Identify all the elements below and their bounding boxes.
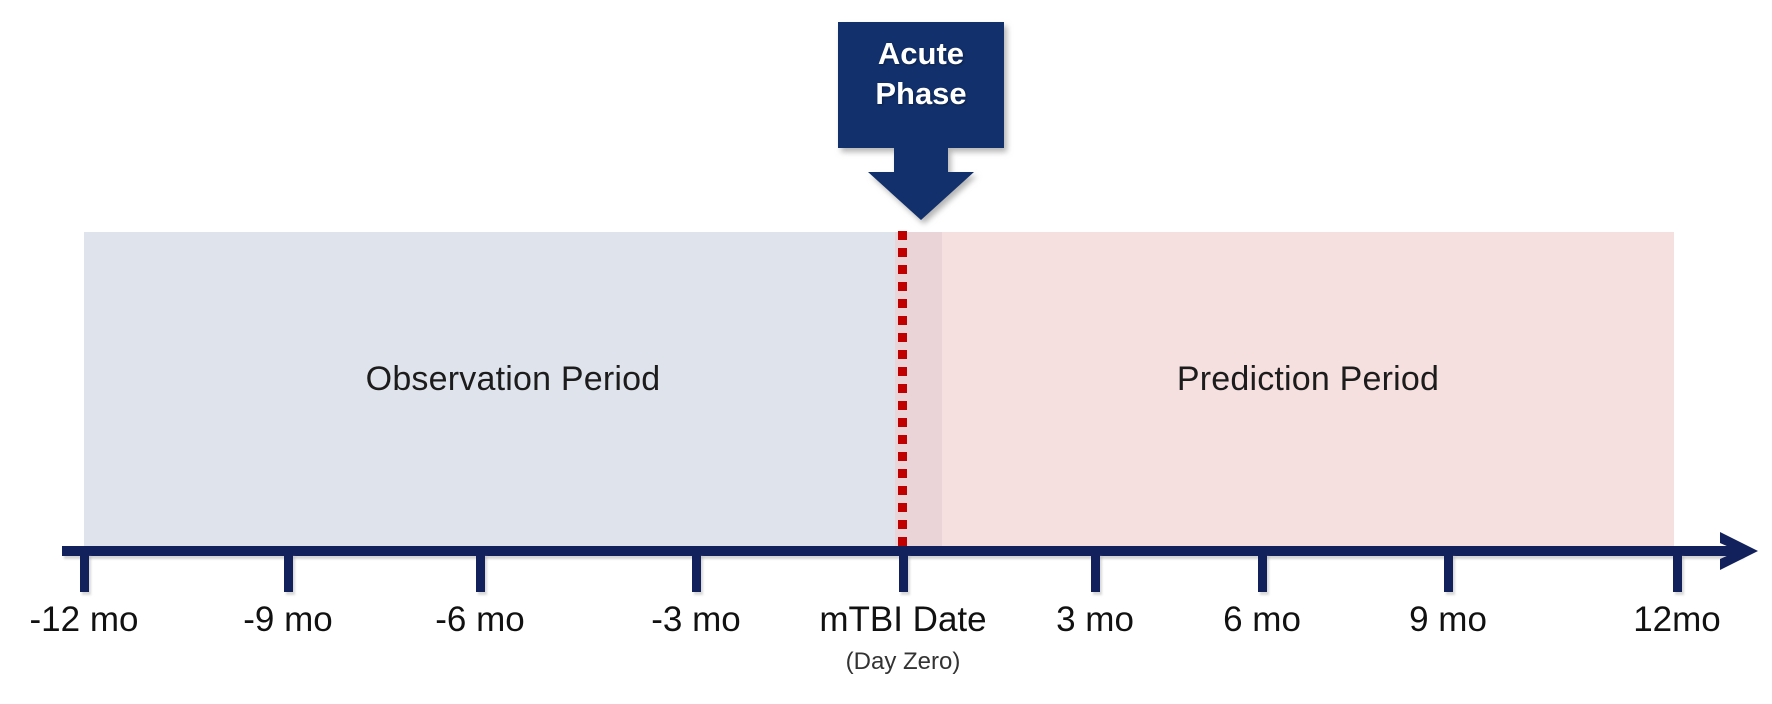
day-zero-dotted-line-icon <box>898 231 907 553</box>
axis-tick-4 <box>899 553 908 592</box>
axis-tick-2 <box>476 553 485 592</box>
axis-tick-label-1: -9 mo <box>243 600 333 639</box>
observation-period-band <box>84 232 942 553</box>
timeline-axis-line <box>62 546 1742 556</box>
axis-tick-3 <box>692 553 701 592</box>
axis-tick-label-7: 9 mo <box>1409 600 1487 639</box>
axis-tick-label-3: -3 mo <box>651 600 741 639</box>
axis-tick-label-5: 3 mo <box>1056 600 1134 639</box>
axis-tick-label-6: 6 mo <box>1223 600 1301 639</box>
axis-tick-label-2: -6 mo <box>435 600 525 639</box>
axis-tick-label-4: mTBI Date <box>819 600 987 639</box>
acute-phase-callout-shape <box>838 22 1004 220</box>
axis-arrowhead-icon <box>1718 530 1762 577</box>
axis-tick-8 <box>1673 553 1682 592</box>
axis-tick-label-8: 12mo <box>1633 600 1721 639</box>
acute-phase-arrow-icon <box>838 22 1004 220</box>
axis-tick-7 <box>1444 553 1453 592</box>
axis-tick-sublabel-4: (Day Zero) <box>845 648 961 675</box>
axis-tick-1 <box>284 553 293 592</box>
prediction-period-label: Prediction Period <box>1176 360 1440 398</box>
axis-tick-0 <box>80 553 89 592</box>
prediction-period-band <box>895 232 1674 553</box>
observation-period-label: Observation Period <box>365 360 661 398</box>
axis-tick-6 <box>1258 553 1267 592</box>
axis-tick-5 <box>1091 553 1100 592</box>
axis-tick-label-0: -12 mo <box>29 600 139 639</box>
